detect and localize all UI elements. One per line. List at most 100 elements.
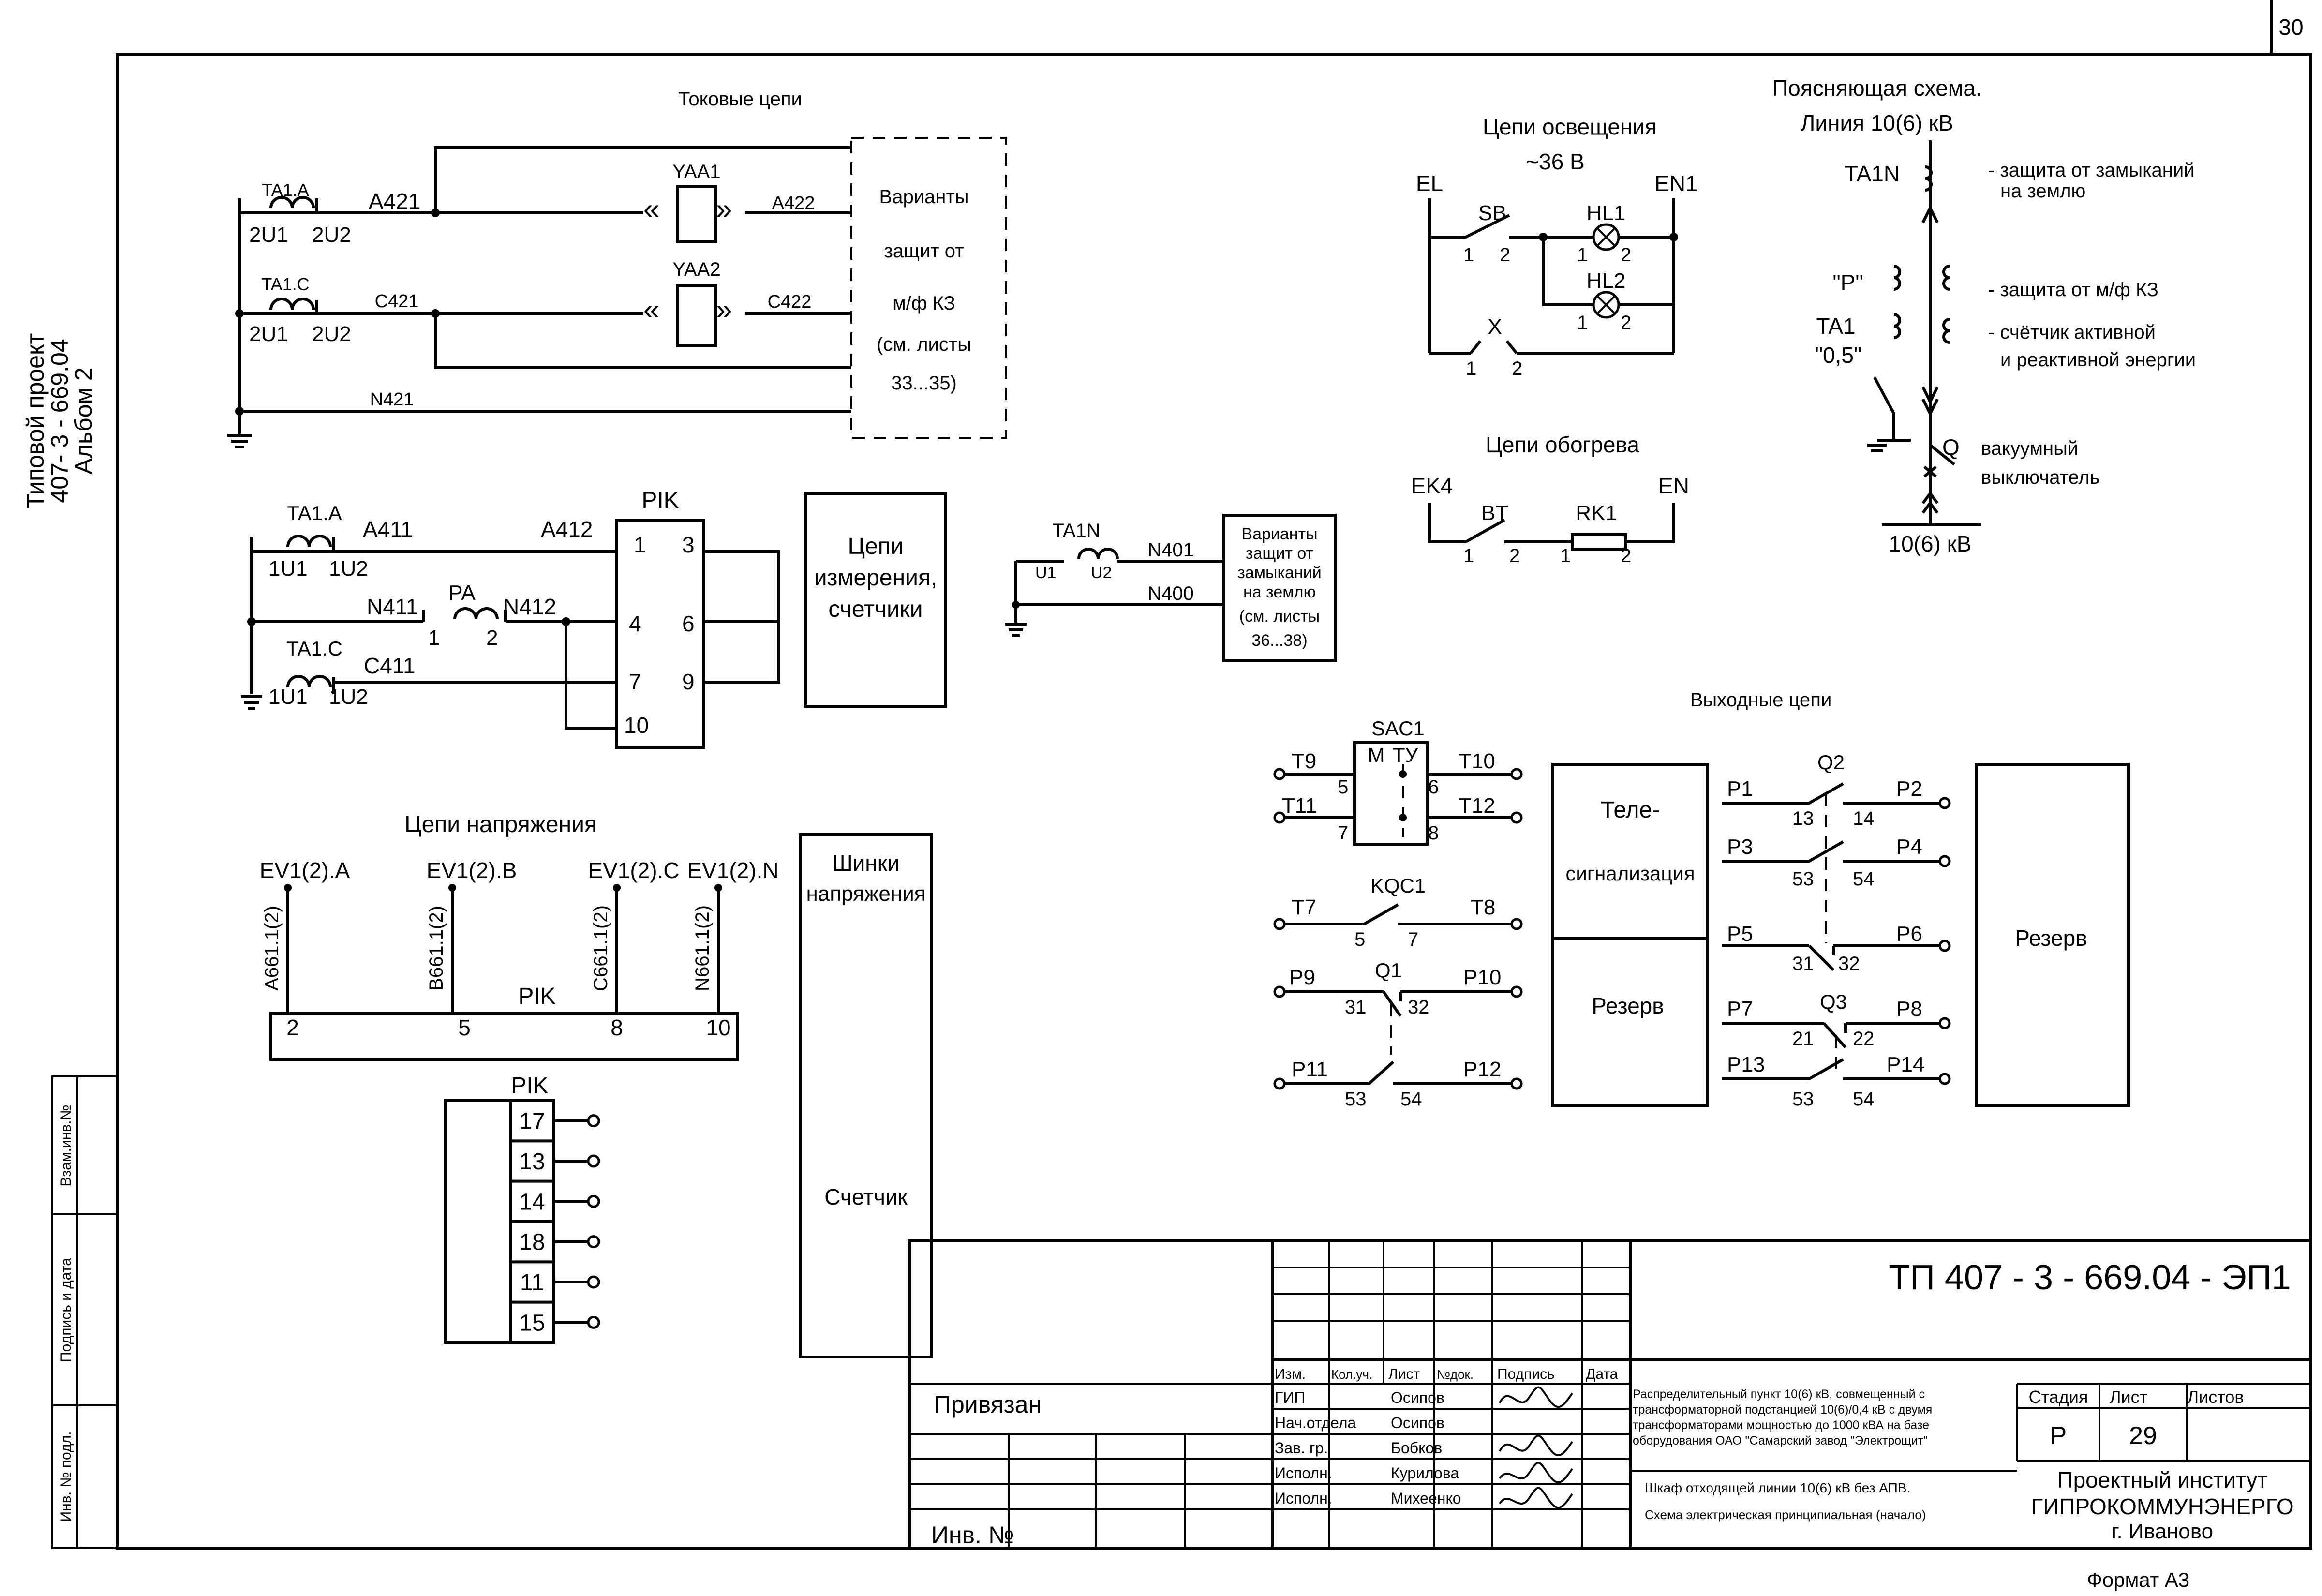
ev-head-a: EV1(2).A [260,858,350,883]
pik2-label: PIK [511,1073,548,1099]
wire-a661: A661.1(2) [261,906,283,991]
yaa2-label: YAA2 [672,259,720,280]
ct-ta1c-label: TA1.C [261,274,309,294]
connector-chevron: » [716,193,732,225]
tele-line1: Теле- [1601,797,1660,823]
lamp-hl1 [1592,223,1620,251]
contact-q3-21-22 [1722,1022,1940,1049]
hl2-pin1: 1 [1577,312,1588,333]
ev-head-b: EV1(2).B [427,858,517,883]
wire-n401: N401 [1147,539,1194,561]
current-circuits-title: Токовые цепи [678,89,802,110]
contact-q2-53-54 [1722,840,1940,863]
wire-n400: N400 [1147,583,1194,604]
pik-pin-6: 6 [682,611,695,636]
contact-q2-31-32 [1722,944,1940,971]
ev-head-c: EV1(2).C [588,858,679,883]
kz-box-line1: Варианты [879,186,969,208]
meas-a-1u1: 1U1 [268,557,308,581]
pik2-terminal-point [587,1114,600,1128]
pik-pin-7: 7 [629,669,641,694]
vpik-pin-2: 2 [286,1015,299,1040]
voltage-title: Цепи напряжения [404,812,597,837]
q2-pin-13: 13 [1792,808,1814,829]
x-pin1: 1 [1466,358,1476,379]
pik2-terminal-point [587,1154,600,1168]
reserve-right-label: Резерв [2015,925,2087,951]
pik2-pin-18: 18 [519,1230,545,1255]
ef-box-line5: (см. листы [1239,607,1320,626]
out-p7: P7 [1727,997,1753,1021]
contact-kqc1 [1284,903,1512,925]
x-label: X [1488,315,1502,339]
meas-ta1a: TA1.A [287,502,342,524]
lists-header: Листов [2188,1387,2244,1407]
sb-pin2: 2 [1500,244,1510,266]
ef-box-line3: замыканий [1237,564,1322,582]
wire-c422: C422 [768,292,812,312]
margin-title-line1: Типовой проект [22,333,49,509]
q3-label: Q3 [1820,990,1847,1013]
expl-breaker-1: вакуумный [1981,438,2078,459]
out-p4: P4 [1896,835,1922,859]
contact-q2-13-14 [1722,782,1940,805]
q3-pin-54: 54 [1853,1089,1875,1110]
rk1-label: RK1 [1576,501,1617,525]
meter-box-label: Счетчик [824,1184,908,1209]
title-block: ТП 407 - 3 - 669.04 - ЭП1 Привязан Инв. … [908,1239,2312,1550]
expl-acc: "0,5" [1815,343,1862,368]
sheet-name-line2: Схема электрическая принципиальная (нача… [1645,1507,1926,1522]
telesignal-box [1551,763,1709,1107]
expl-note-earth-2: на землю [2000,180,2085,202]
ground-symbol [227,434,252,448]
ef-u1: U1 [1035,564,1056,582]
kz-box-line4: (см. листы [877,334,971,355]
vpik-label: PIK [518,984,555,1009]
rk1-pin1: 1 [1560,545,1571,567]
pik-pin-4: 4 [629,611,641,636]
x-pin2: 2 [1512,358,1522,379]
q3-pin-53: 53 [1792,1089,1814,1110]
tele-line2: сигнализация [1565,862,1695,885]
object-line1: Распределительный пункт 10(6) кВ, совмещ… [1633,1387,1925,1401]
margin-title-line2: 407- 3 - 669.04 [46,339,73,503]
ground-symbol [1005,605,1027,637]
role-group: Зав. гр. [1275,1439,1328,1457]
out-t10: T10 [1459,749,1495,773]
kqc1-label: KQC1 [1370,874,1426,897]
margin-title-line3: Альбом 2 [70,367,97,474]
pik-pin-3: 3 [682,532,695,557]
list-header: Лист [2110,1387,2147,1407]
connector-chevron: « [643,293,659,326]
measurement-meters-box [804,492,947,708]
bt-label: BT [1481,501,1508,525]
pik2-terminal-point [587,1275,600,1289]
org-line2: ГИПРОКОММУНЭНЕРГО [2031,1494,2293,1519]
pik2-pin-13: 13 [519,1149,545,1175]
output-circuits: Выходные цепи SAC1 М ТУ T9 T10 T11 T12 5… [1273,689,2130,1110]
object-line3: трансформаторами мощностью до 1000 кВА н… [1633,1418,1929,1432]
q1-pin-31: 31 [1345,997,1367,1018]
stage-header: Стадия [2029,1387,2088,1407]
ef-box-line2: защит от [1246,544,1313,563]
side-stamp: Взам.инв.№ Подпись и дата Инв. № подл. [51,1075,118,1549]
explanatory-diagram: Поясняющая схема. Линия 10(6) кВ TA1N - … [1772,75,2196,556]
pik-pin-10: 10 [624,713,649,738]
q2-pin-14: 14 [1853,808,1875,829]
hl2-pin2: 2 [1621,312,1631,333]
ground-symbol [241,695,262,710]
q2-label: Q2 [1817,751,1845,774]
q1-pin-53: 53 [1345,1089,1367,1110]
ct-c-2u2: 2U2 [312,322,351,346]
heating-en: EN [1658,473,1689,498]
ef-box-line4: на землю [1243,583,1316,601]
bus-box-line1: Шинки [832,850,899,876]
wire-n412: N412 [503,594,556,619]
hl1-pin2: 2 [1621,244,1631,266]
out-t8: T8 [1471,895,1495,919]
hl2-label: HL2 [1587,269,1626,293]
q2-pin-31: 31 [1792,953,1814,974]
expl-ta1: TA1 [1816,313,1856,339]
expl-bus: 10(6) кВ [1889,531,1972,556]
q2-pin-32: 32 [1838,953,1860,974]
